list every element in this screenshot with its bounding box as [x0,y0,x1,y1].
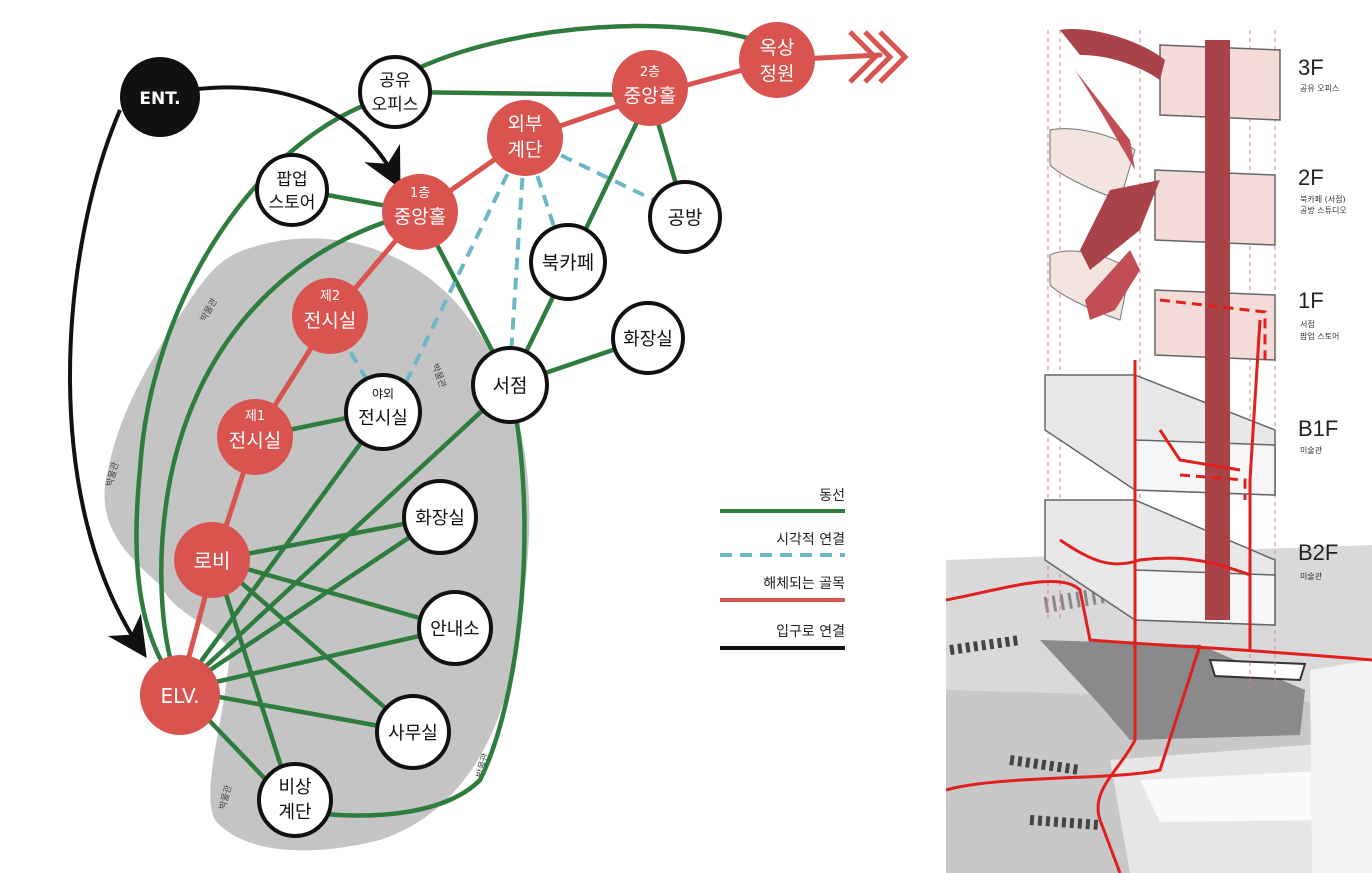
edge-elv-info [177,625,458,693]
floor-3f-label: 3F [1298,55,1324,80]
node-1f-hall-l2: 중앙홀 [394,206,446,228]
crosswalk-1 [949,635,1021,655]
node-lobby-label: 로비 [194,549,231,573]
ground-white [1140,770,1340,822]
ground-building [1310,660,1372,873]
legend: 동선 시각적 연결 해체되는 골목 입구로 연결 [720,488,845,650]
node-gallery2-l1: 제2 [320,289,340,304]
node-exterior-stair: 외부 계단 [487,100,563,176]
node-exterior-stair-l2: 계단 [508,139,543,161]
core-shaft [1205,40,1230,620]
node-emergency-stair: 비상 계단 [257,762,333,838]
crosswalk-2 [1009,755,1081,775]
node-outdoor-gallery-l2: 전시실 [358,408,408,429]
edge-office-hall2 [392,89,653,98]
node-2f-hall-l2: 중앙홀 [624,85,676,107]
node-elv-label: ELV. [160,684,199,708]
node-popup-store-l1: 팝업 [276,170,307,190]
node-shared-office-l2: 오피스 [372,95,419,115]
edge-lobby-toilet [212,514,443,563]
ramp-mid2 [1080,180,1160,270]
floor-3f-desc-0: 공유 오피스 [1300,84,1339,93]
node-rooftop-garden-l2: 정원 [760,63,795,85]
edge-lobby-office [212,557,416,735]
node-office: 사무실 [375,694,451,770]
node-toilet-top: 화장실 [611,301,685,375]
node-lobby: 로비 [174,522,250,598]
floor-b2f-desc-0: 미술관 [1300,571,1323,581]
node-1f-hall: 1층 중앙홀 [382,174,458,250]
floor-b1f-desc-0: 미술관 [1300,445,1323,455]
edge-bookstore-emergency [292,382,527,818]
node-elv: ELV. [140,655,220,735]
node-shared-office: 공유 오피스 [358,55,432,129]
node-ent: ENT. [120,57,200,137]
crosswalk-3 [1029,815,1101,830]
edge-office-roof [392,23,783,83]
node-1f-hall-l1: 1층 [410,186,430,201]
node-gallery2: 제2 전시실 [292,278,368,354]
node-outdoor-gallery: 야외 전시실 [344,373,422,451]
node-outdoor-gallery-l1: 야외 [372,387,394,401]
ramp-mid3 [1085,250,1140,320]
ent-to-hall1 [159,85,401,189]
legend-visual-label: 시각적 연결 [776,532,845,548]
node-emergency-stair-l1: 비상 [278,777,311,798]
node-gallery2-l2: 전시실 [304,310,356,332]
alley-arrow [848,30,909,84]
crosswalk-4 [1043,587,1107,613]
node-toilet: 화장실 [402,479,478,555]
floor-b1f-label: B1F [1298,416,1338,441]
axonometric-illustration: 3F 공유 오피스 2F 북카페 (서점) 공방 스튜디오 1F 서점 팝업 스… [945,29,1372,873]
node-shared-office-l1: 공유 [379,71,410,91]
node-popup-store-l2: 스토어 [269,193,316,213]
node-2f-hall-l1: 2층 [640,65,660,80]
edge-outdoor-elv [177,407,388,693]
edge-lobby-info [212,557,458,631]
node-toilet-top-label: 화장실 [623,329,673,350]
node-toilet-label: 화장실 [415,508,465,529]
node-ent-label: ENT. [139,89,180,109]
floor-2f-desc-0: 북카페 (서점) [1300,194,1346,204]
legend-circulation-label: 동선 [819,488,845,504]
floor-1f-desc-1: 팝업 스토어 [1300,331,1339,341]
entrance-edges [68,85,401,658]
floor-b2f-label: B2F [1298,540,1338,565]
node-gallery1-l2: 전시실 [229,430,281,452]
node-workshop-label: 공방 [668,207,703,229]
edge-elv-toilet [177,514,443,693]
node-info-desk-label: 안내소 [430,619,480,640]
legend-entrance-label: 입구로 연결 [776,624,845,640]
node-exterior-stair-l1: 외부 [508,113,543,135]
floor-1f-label: 1F [1298,288,1324,313]
ent-to-elv [68,109,147,658]
node-office-label: 사무실 [388,723,438,744]
node-bookstore: 서점 [471,346,549,424]
ground-grille [1208,658,1307,682]
floor-2f-label: 2F [1298,165,1324,190]
node-2f-hall: 2층 중앙홀 [612,50,688,126]
node-popup-store: 팝업 스토어 [255,153,329,227]
node-rooftop-garden: 옥상 정원 [739,22,815,98]
node-bookstore-label: 서점 [493,375,528,397]
floor-2f-desc-1: 공방 스튜디오 [1300,205,1347,215]
node-gallery1-l1: 제1 [245,409,265,424]
node-rooftop-garden-l1: 옥상 [760,37,795,59]
node-workshop: 공방 [648,180,722,254]
floor-1f-desc-0: 서점 [1300,319,1315,329]
vis-extstair-outdoor [393,137,527,406]
edge-bookstore-elv [177,382,513,693]
ramp-top [1060,29,1165,80]
node-bookcafe: 북카페 [529,223,607,301]
node-bookcafe-label: 북카페 [542,252,594,274]
node-emergency-stair-l2: 계단 [278,802,311,823]
legend-alley-label: 해체되는 골목 [763,576,845,592]
node-gallery1: 제1 전시실 [217,399,293,475]
edge-hall1-elv-arc [159,209,423,693]
node-info-desk: 안내소 [417,590,493,666]
